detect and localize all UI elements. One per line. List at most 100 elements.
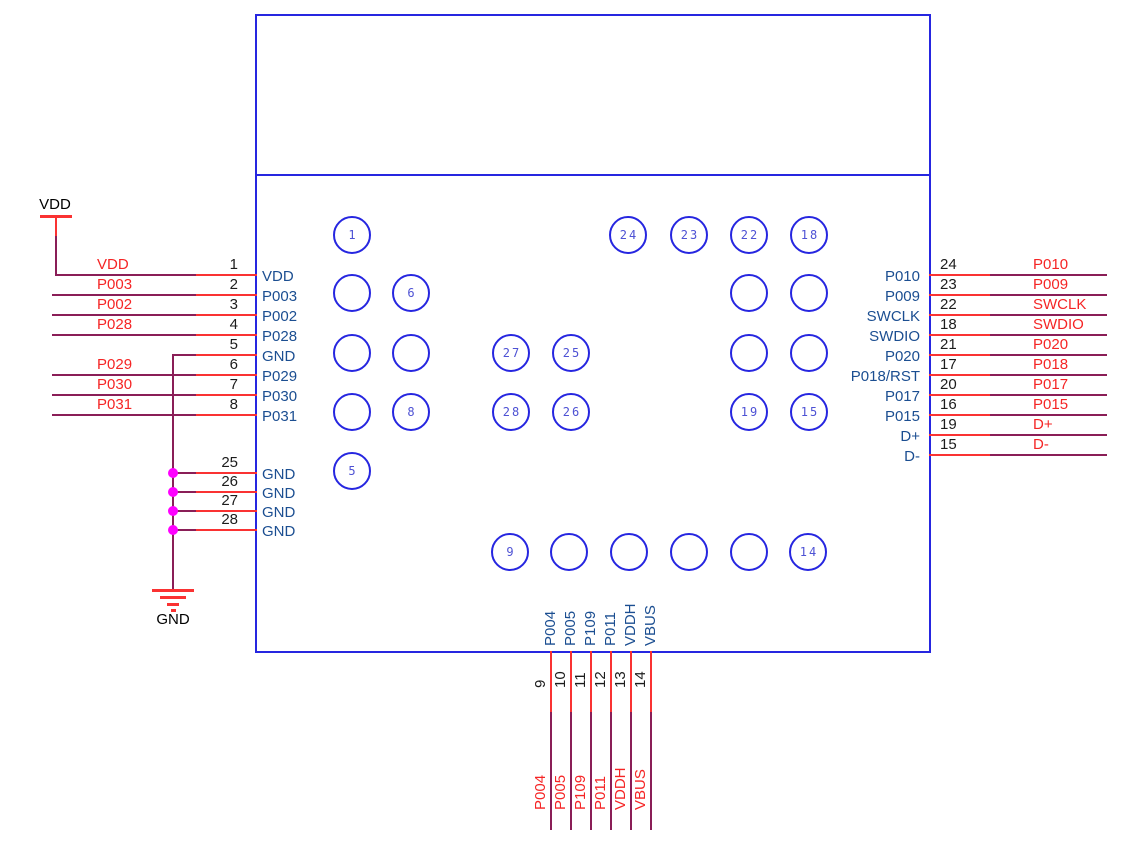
pin-wire[interactable] — [52, 294, 196, 296]
pin-number: 10 — [552, 671, 569, 688]
pin-stub[interactable] — [929, 274, 990, 276]
pin-wire[interactable] — [52, 314, 196, 316]
net-label[interactable]: P031 — [97, 396, 133, 413]
net-label[interactable]: VBUS — [632, 769, 649, 810]
pin-wire[interactable] — [990, 434, 1107, 436]
pin-wire[interactable] — [990, 414, 1107, 416]
vdd-power-bar-icon[interactable] — [40, 215, 72, 218]
net-label[interactable]: D+ — [1033, 416, 1053, 433]
net-label[interactable]: VDDH — [612, 767, 629, 810]
pin-wire[interactable] — [570, 712, 572, 830]
pin-stub[interactable] — [196, 294, 257, 296]
pin-wire[interactable] — [55, 274, 196, 276]
net-label[interactable]: P010 — [1033, 256, 1069, 273]
pin-wire[interactable] — [52, 414, 196, 416]
net-label[interactable]: P029 — [97, 356, 133, 373]
net-label[interactable]: P018 — [1033, 356, 1069, 373]
net-label[interactable]: P011 — [592, 776, 609, 810]
pin-stub[interactable] — [196, 491, 257, 493]
pin-name: P002 — [262, 308, 298, 325]
pin-stub[interactable] — [196, 414, 257, 416]
pin-stub[interactable] — [196, 374, 257, 376]
pin-stub[interactable] — [196, 529, 257, 531]
pin-wire[interactable] — [990, 454, 1107, 456]
net-label[interactable]: D- — [1033, 436, 1049, 453]
pin-stub[interactable] — [196, 354, 257, 356]
pin-wire[interactable] — [990, 314, 1107, 316]
pad-circle — [333, 274, 371, 312]
pin-wire[interactable] — [172, 472, 196, 474]
net-label[interactable]: P002 — [97, 296, 133, 313]
net-label[interactable]: P003 — [97, 276, 133, 293]
pin-wire[interactable] — [990, 354, 1107, 356]
net-label[interactable]: P017 — [1033, 376, 1069, 393]
pin-wire[interactable] — [172, 510, 196, 512]
pin-wire[interactable] — [990, 294, 1107, 296]
pin-wire[interactable] — [172, 354, 196, 356]
pad-circle: 27 — [492, 334, 530, 372]
pin-wire[interactable] — [630, 712, 632, 830]
pad-number: 19 — [740, 405, 760, 419]
pin-stub[interactable] — [196, 314, 257, 316]
pad-circle: 19 — [730, 393, 768, 431]
pin-name: D- — [904, 448, 920, 465]
net-label[interactable]: P028 — [97, 316, 133, 333]
net-label[interactable]: P015 — [1033, 396, 1069, 413]
pin-stub[interactable] — [929, 314, 990, 316]
pin-stub[interactable] — [929, 294, 990, 296]
net-label[interactable]: P004 — [532, 774, 549, 810]
pin-stub[interactable] — [196, 334, 257, 336]
pin-wire[interactable] — [990, 374, 1107, 376]
vdd-feed-wire[interactable] — [55, 236, 57, 276]
pin-stub[interactable] — [550, 651, 552, 712]
pin-wire[interactable] — [52, 334, 196, 336]
pad-circle — [610, 533, 648, 571]
pin-stub[interactable] — [196, 472, 257, 474]
pin-stub[interactable] — [610, 651, 612, 712]
pad-number: 28 — [502, 405, 522, 419]
net-label[interactable]: P020 — [1033, 336, 1069, 353]
pin-wire[interactable] — [52, 394, 196, 396]
pin-stub[interactable] — [929, 374, 990, 376]
pin-wire[interactable] — [610, 712, 612, 830]
pin-stub[interactable] — [929, 394, 990, 396]
net-label[interactable]: P109 — [572, 774, 589, 810]
pin-stub[interactable] — [929, 354, 990, 356]
pin-wire[interactable] — [172, 529, 196, 531]
pad-circle: 15 — [790, 393, 828, 431]
pad-circle — [790, 274, 828, 312]
pin-stub[interactable] — [929, 454, 990, 456]
pin-stub[interactable] — [196, 394, 257, 396]
pin-stub[interactable] — [650, 651, 652, 712]
pin-number: 18 — [940, 316, 957, 333]
pin-name: P030 — [262, 388, 298, 405]
pin-wire[interactable] — [52, 374, 196, 376]
junction-dot — [168, 506, 178, 516]
pin-wire[interactable] — [990, 274, 1107, 276]
pin-stub[interactable] — [196, 274, 257, 276]
net-label[interactable]: P009 — [1033, 276, 1069, 293]
pin-stub[interactable] — [929, 434, 990, 436]
net-label[interactable]: SWCLK — [1033, 296, 1087, 313]
pin-stub[interactable] — [929, 334, 990, 336]
pin-stub[interactable] — [570, 651, 572, 712]
ic-body[interactable] — [255, 14, 931, 653]
net-label[interactable]: VDD — [97, 256, 129, 273]
net-label[interactable]: P005 — [552, 774, 569, 810]
pin-stub[interactable] — [590, 651, 592, 712]
pin-wire[interactable] — [650, 712, 652, 830]
pin-wire[interactable] — [550, 712, 552, 830]
pin-name: P018/RST — [850, 368, 920, 385]
pin-wire[interactable] — [590, 712, 592, 830]
pin-stub[interactable] — [196, 510, 257, 512]
net-label[interactable]: P030 — [97, 376, 133, 393]
pad-circle — [790, 334, 828, 372]
pin-wire[interactable] — [172, 491, 196, 493]
pin-wire[interactable] — [990, 334, 1107, 336]
pin-wire[interactable] — [990, 394, 1107, 396]
gnd-earth-bar1-icon[interactable] — [152, 589, 194, 592]
net-label[interactable]: SWDIO — [1033, 316, 1084, 333]
pin-stub[interactable] — [630, 651, 632, 712]
pin-stub[interactable] — [929, 414, 990, 416]
pin-number: 8 — [229, 396, 238, 413]
